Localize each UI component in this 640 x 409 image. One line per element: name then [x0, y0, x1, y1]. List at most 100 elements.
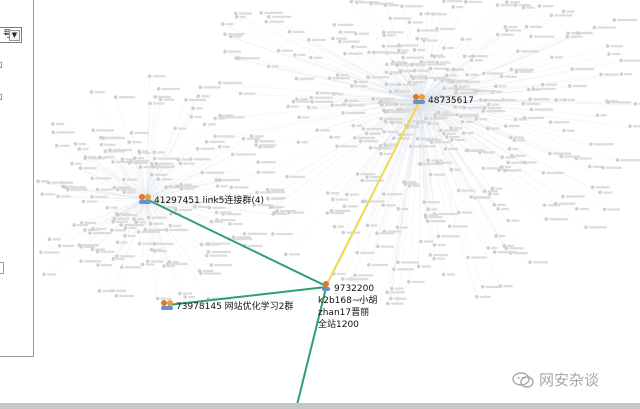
horizontal-scrollbar[interactable] [0, 403, 640, 409]
member-node [158, 97, 175, 102]
faint-edge [419, 99, 495, 254]
member-node [427, 121, 440, 126]
member-node [241, 136, 261, 141]
faint-edge [145, 198, 165, 268]
faint-edge [327, 99, 421, 215]
member-node [386, 301, 404, 306]
faint-edge [138, 198, 147, 233]
faint-edge [145, 162, 259, 200]
member-node [439, 94, 452, 99]
view-select[interactable]: 号 ▼ [0, 27, 22, 43]
faint-edge [419, 99, 544, 174]
faint-edge [417, 99, 421, 140]
faint-edge [383, 33, 421, 101]
member-node [332, 271, 346, 276]
member-node [455, 112, 479, 117]
member-node [272, 210, 284, 215]
faint-edge [401, 7, 421, 101]
member-node [137, 241, 162, 246]
faint-edge [67, 190, 147, 200]
member-node [435, 60, 451, 65]
member-node [155, 296, 172, 301]
member-node [445, 73, 457, 78]
faint-edge [97, 198, 147, 267]
panel-input[interactable] [0, 262, 4, 274]
member-node [441, 98, 456, 102]
faint-edge [419, 99, 532, 111]
member-node [419, 12, 431, 16]
node-label: 73978145 网站优化学习2群 [176, 300, 293, 312]
watermark-text: 网安杂谈 [539, 371, 600, 389]
member-node [502, 243, 515, 248]
chevron-down-icon[interactable]: ▼ [9, 30, 20, 41]
member-node [488, 192, 499, 196]
node-41297451[interactable]: 41297451 link5连接群(4) [139, 194, 264, 206]
member-node [355, 172, 376, 176]
member-node [42, 272, 57, 277]
member-node [510, 153, 527, 158]
group-icon [139, 194, 151, 204]
faint-edge [145, 167, 154, 200]
member-node [509, 67, 534, 72]
member-node [123, 226, 137, 230]
member-node [487, 102, 500, 107]
edge-n2-n4[interactable] [145, 198, 327, 287]
member-node [287, 29, 305, 34]
member-node [408, 144, 432, 149]
faint-edge [145, 149, 198, 200]
faint-edge [419, 74, 622, 101]
faint-edge [115, 98, 147, 200]
member-node [293, 53, 306, 57]
faint-edge [343, 99, 421, 234]
member-node [407, 280, 425, 284]
member-node [522, 115, 545, 120]
member-node [394, 102, 418, 107]
faint-edge [419, 99, 435, 215]
member-node [400, 4, 424, 9]
faint-edge [116, 198, 147, 297]
member-node [561, 194, 585, 199]
edge-n4-down[interactable] [295, 287, 327, 409]
member-node [442, 46, 454, 50]
faint-edge [351, 86, 421, 101]
node-73978145[interactable]: 73978145 网站优化学习2群 [161, 300, 293, 312]
node-48735617[interactable]: 48735617 [413, 94, 474, 106]
member-node [554, 98, 568, 102]
member-node [465, 148, 485, 152]
faint-edge [330, 99, 421, 139]
faint-edge [121, 198, 147, 269]
edge-n1-n4[interactable] [325, 99, 421, 287]
faint-edge [145, 125, 205, 200]
faint-edge [419, 99, 453, 141]
member-node [138, 165, 159, 169]
faint-edge [145, 189, 182, 200]
member-node [351, 123, 363, 128]
member-node [315, 91, 338, 95]
faint-edge [419, 99, 563, 198]
faint-edge [99, 198, 147, 293]
member-node [355, 250, 375, 255]
member-node [450, 80, 473, 84]
member-node [345, 192, 360, 197]
member-node [147, 74, 166, 78]
member-node [499, 74, 517, 79]
member-node [95, 249, 115, 254]
faint-edge [145, 97, 156, 200]
member-node [132, 217, 145, 221]
faint-edge [80, 168, 147, 200]
faint-edge [145, 173, 259, 200]
edge-n3-n4[interactable] [167, 286, 327, 306]
member-node [90, 194, 108, 199]
member-node [379, 151, 394, 156]
faint-edge [145, 198, 209, 245]
member-node [309, 55, 323, 60]
member-node [91, 128, 114, 133]
member-node [259, 10, 283, 15]
member-node [388, 16, 412, 21]
node-9732200[interactable]: 9732200 k2b168~小胡 zhan17晋丽 全站1200 [318, 281, 377, 330]
member-node [152, 241, 174, 246]
member-node [40, 192, 56, 196]
member-node [522, 160, 537, 165]
